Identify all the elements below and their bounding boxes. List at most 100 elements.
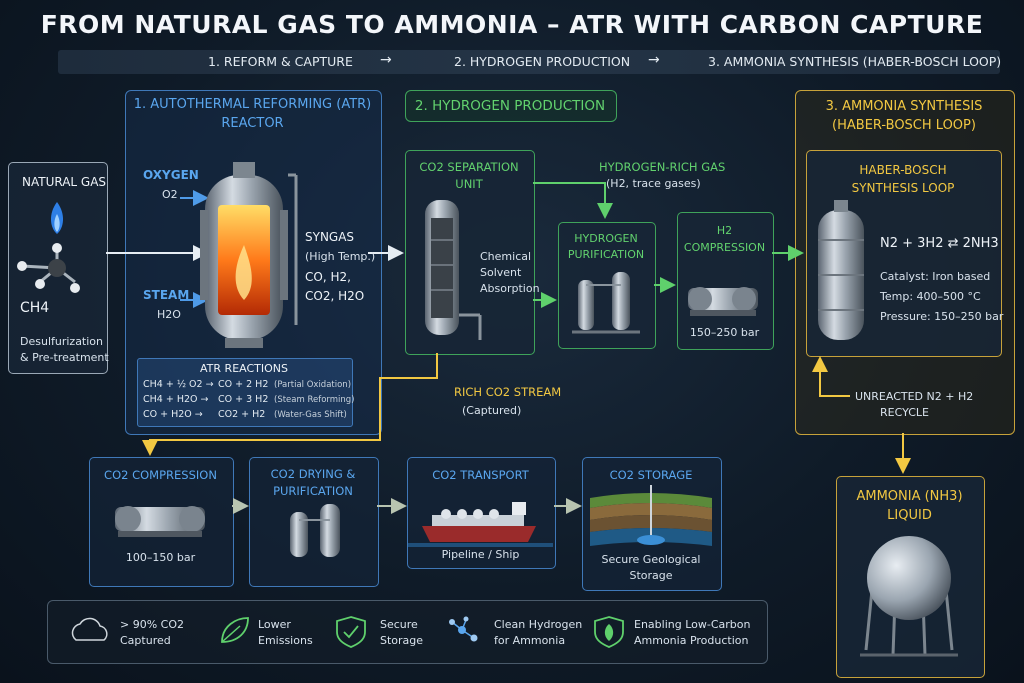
reaction-1-note: (Partial Oxidation)	[274, 380, 352, 390]
molecule-icon	[449, 616, 478, 642]
reaction-1-left: CH4 + ½ O2 →	[143, 379, 214, 390]
co2-separation-title-2: UNIT	[455, 177, 483, 191]
h2-compression-title-2: COMPRESSION	[683, 241, 766, 254]
step-1-label: 1. REFORM & CAPTURE	[208, 54, 353, 69]
recycle-label-2: RECYCLE	[880, 406, 929, 419]
ch4-formula: CH4	[20, 300, 50, 316]
reaction-2-right: CO + 3 H2	[218, 394, 269, 405]
temperature-note: Temp: 400–500 °C	[880, 290, 981, 303]
reaction-3-right: CO2 + H2	[218, 409, 266, 420]
co2-transport-note: Pipeline / Ship	[441, 548, 520, 561]
rich-co2-stream-label: RICH CO2 STREAM	[454, 385, 562, 399]
benefit-1-line1: > 90% CO2	[120, 618, 184, 631]
o2-formula: O2	[162, 188, 178, 201]
co2-storage-title: CO2 STORAGE	[609, 468, 693, 482]
benefit-5-line2: Ammonia Production	[634, 634, 749, 647]
co2-storage-note-2: Storage	[629, 569, 673, 582]
reaction-2-note: (Steam Reforming)	[274, 395, 355, 405]
synthesis-equation: N2 + 3H2 ⇄ 2NH3	[880, 236, 999, 251]
sep-note-3: Absorption	[480, 282, 540, 295]
h2-compressor-icon	[688, 287, 758, 316]
shield-check-icon	[336, 616, 366, 648]
h2-compression-title-1: H2	[716, 224, 733, 237]
haber-bosch-title-2: SYNTHESIS LOOP	[851, 181, 955, 195]
leaf-icon	[221, 617, 249, 643]
h2o-formula: H2O	[157, 308, 181, 321]
co2-separation-title-1: CO2 SEPARATION	[419, 160, 519, 174]
hydrogen-panel-header	[405, 90, 617, 122]
reaction-1-right: CO + 2 H2	[218, 379, 269, 390]
reaction-3-note: (Water-Gas Shift)	[274, 410, 347, 420]
co2-drying-vessels-icon	[290, 504, 340, 557]
benefit-3-line2: Storage	[380, 634, 424, 647]
atr-title-line2: REACTOR	[221, 116, 284, 131]
sep-note-1: Chemical	[480, 250, 532, 263]
recycle-label-1: UNREACTED N2 + H2	[855, 390, 974, 403]
ammonia-liquid-title-1: AMMONIA (NH3)	[856, 489, 963, 504]
ammonia-liquid-title-2: LIQUID	[887, 508, 932, 523]
hydrogen-rich-gas-note: (H2, trace gases)	[606, 177, 701, 190]
atr-reactions-box	[137, 358, 353, 427]
benefit-2-line2: Emissions	[258, 634, 313, 647]
syngas-label: SYNGAS	[305, 230, 355, 244]
leaf-shield-icon	[594, 616, 624, 648]
sep-note-2: Solvent	[480, 266, 522, 279]
benefit-5-line1: Enabling Low-Carbon	[634, 618, 751, 631]
oxygen-label: OXYGEN	[143, 168, 199, 182]
natural-gas-title: NATURAL GAS	[22, 175, 107, 189]
co2-compressor-icon	[115, 506, 205, 537]
purification-vessels-icon	[572, 272, 640, 334]
purification-title-2: PURIFICATION	[567, 248, 645, 261]
arrow-hydrogen-rich-gas	[533, 182, 613, 219]
co2-drying-title-1: CO2 DRYING &	[270, 467, 356, 481]
h2-compression-box	[677, 212, 774, 350]
desulfurization-note: Desulfurization	[20, 335, 104, 348]
haber-bosch-title-1: HABER-BOSCH	[859, 163, 947, 177]
benefit-4-line1: Clean Hydrogen	[494, 618, 583, 631]
co2-compression-pressure: 100–150 bar	[125, 551, 196, 564]
hydrogen-title: 2. HYDROGEN PRODUCTION	[414, 98, 606, 114]
step-arrow-2: →	[648, 52, 660, 68]
pretreatment-note: & Pre-treatment	[20, 351, 109, 364]
atr-reactions-title: ATR REACTIONS	[200, 362, 288, 375]
steps-bar: 1. REFORM & CAPTURE → 2. HYDROGEN PRODUC…	[58, 50, 1002, 74]
co2-storage-note-1: Secure Geological	[601, 553, 701, 566]
syngas-composition-2: CO2, H2O	[305, 289, 365, 303]
co2-transport-title: CO2 TRANSPORT	[432, 468, 529, 482]
step-arrow-1: →	[380, 52, 392, 68]
h2-compression-pressure: 150–250 bar	[689, 326, 760, 339]
step-3-label: 3. AMMONIA SYNTHESIS (HABER-BOSCH LOOP)	[708, 54, 1002, 69]
benefit-2-line1: Lower	[258, 618, 291, 631]
co2-drying-title-2: PURIFICATION	[273, 484, 353, 498]
flame-icon	[50, 202, 64, 234]
benefit-1-line2: Captured	[120, 634, 171, 647]
arrow-recycle	[812, 356, 850, 397]
haber-bosch-converter-icon	[818, 200, 864, 340]
hydrogen-rich-gas-label: HYDROGEN-RICH GAS	[599, 160, 726, 174]
geological-storage-icon	[590, 485, 712, 546]
syngas-temp: (High Temp.)	[305, 250, 376, 263]
benefits-bar	[47, 600, 768, 664]
ammonia-title-2: (HABER-BOSCH LOOP)	[832, 118, 976, 133]
arrow-rich-co2-stream	[142, 353, 438, 456]
page-title: FROM NATURAL GAS TO AMMONIA – ATR WITH C…	[40, 10, 984, 39]
ship-icon	[408, 502, 553, 547]
methane-molecule-icon	[17, 243, 80, 293]
ammonia-title-1: 3. AMMONIA SYNTHESIS	[825, 99, 983, 114]
steam-label: STEAM	[143, 288, 190, 302]
pressure-note: Pressure: 150–250 bar	[880, 310, 1004, 323]
separation-column-icon	[425, 200, 482, 340]
co2-cloud-icon	[71, 617, 108, 641]
reaction-3-left: CO + H2O →	[143, 409, 203, 420]
co2-compression-title: CO2 COMPRESSION	[104, 468, 217, 482]
reaction-2-left: CH4 + H2O →	[143, 394, 209, 405]
catalyst-note: Catalyst: Iron based	[880, 270, 991, 283]
purification-title-1: HYDROGEN	[574, 232, 638, 245]
syngas-composition-1: CO, H2,	[305, 270, 351, 284]
ammonia-storage-sphere-icon	[860, 536, 958, 657]
benefit-4-line2: for Ammonia	[494, 634, 566, 647]
atr-reactor-vessel	[200, 162, 298, 348]
benefit-3-line1: Secure	[380, 618, 418, 631]
